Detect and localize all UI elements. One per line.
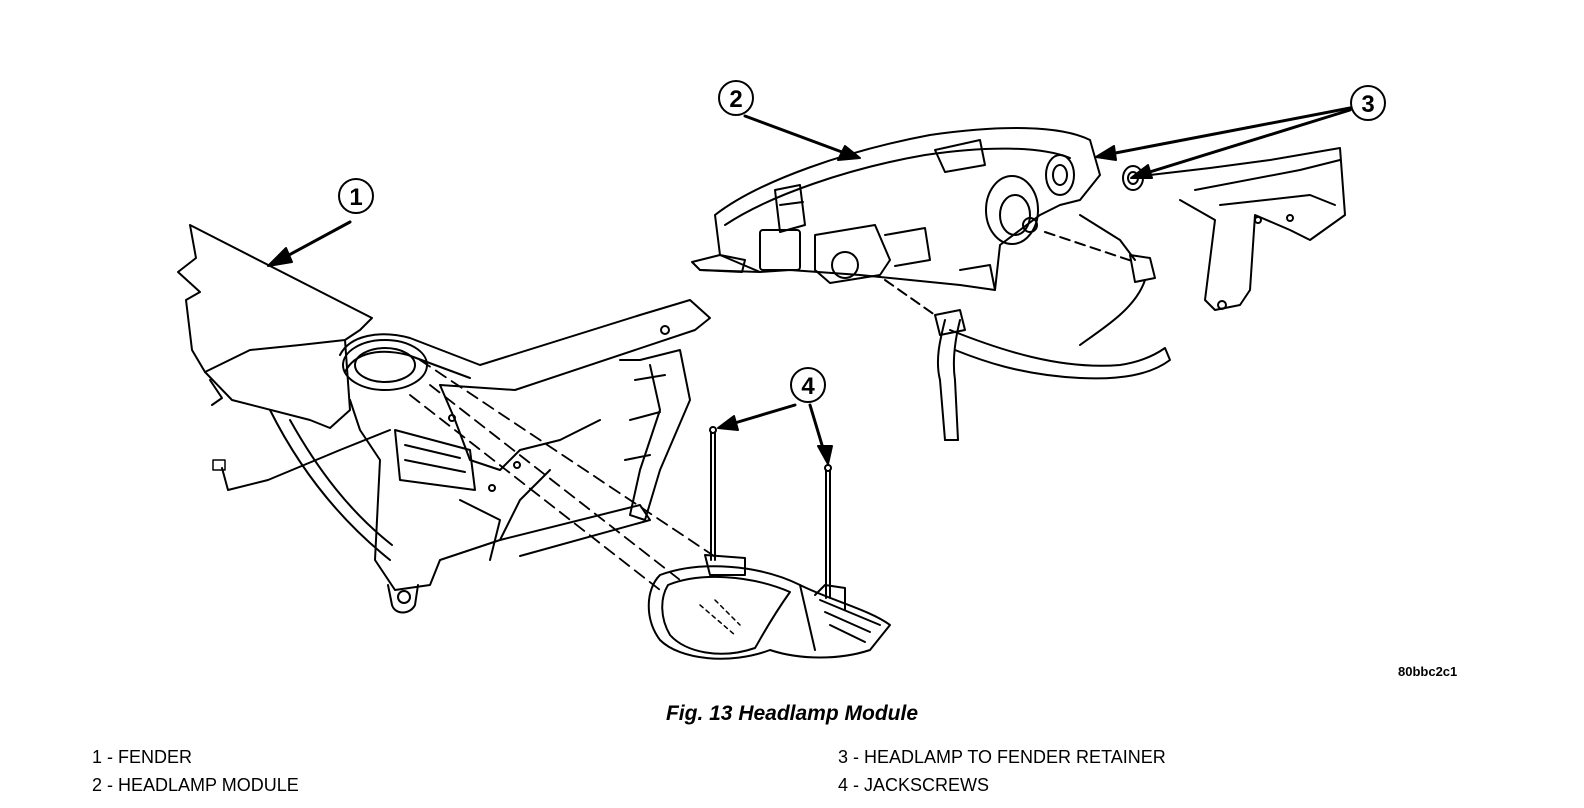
callout-2: 2 <box>718 80 861 161</box>
legend-item-4: 4 - JACKSCREWS <box>838 775 990 795</box>
callout-4: 4 <box>717 367 833 465</box>
alignment-lines <box>409 359 721 591</box>
legend-item-3: 3 - HEADLAMP TO FENDER RETAINER <box>838 747 1166 767</box>
wiring-harness <box>884 214 1171 441</box>
fender-assembly <box>177 224 711 614</box>
callout-number: 4 <box>801 373 815 400</box>
callout-number: 1 <box>349 184 362 211</box>
callout-number: 2 <box>729 86 742 113</box>
legend-item-2: 2 - HEADLAMP MODULE <box>92 775 299 795</box>
jackscrews <box>709 426 832 599</box>
callout-3: 3 <box>1095 85 1386 179</box>
callout-number: 3 <box>1361 91 1374 118</box>
fender-bracket <box>1122 147 1346 311</box>
image-code: 80bbc2c1 <box>1398 664 1458 679</box>
callout-1: 1 <box>267 178 374 267</box>
legend-item-1: 1 - FENDER <box>92 747 193 767</box>
headlamp-lens <box>647 554 891 660</box>
figure-caption: Fig. 13 Headlamp Module <box>665 702 919 725</box>
headlamp-module-drawing <box>691 127 1101 291</box>
